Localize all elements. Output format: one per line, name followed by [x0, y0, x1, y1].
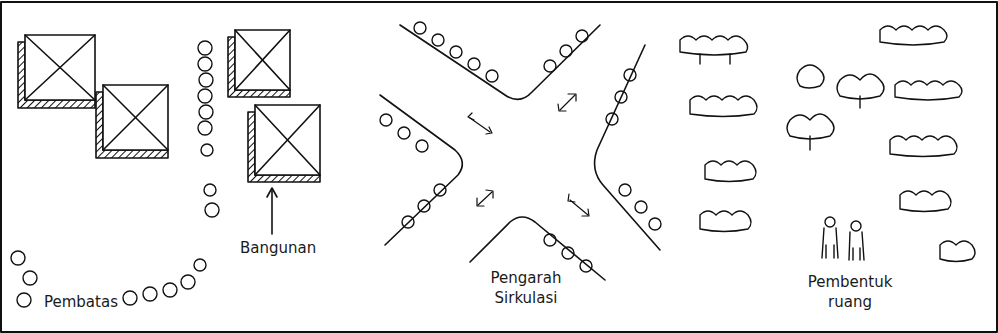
road-trees [380, 22, 661, 272]
callout-label: Bangunan [238, 238, 318, 258]
panel-label: Pembentuk ruang [800, 272, 900, 313]
human-figures [822, 217, 864, 260]
boundary-trees [11, 41, 219, 307]
intersection [380, 25, 660, 280]
space-trees [680, 26, 975, 262]
buildings [18, 30, 320, 234]
panel-label: Pengarah Sirkulasi [478, 268, 574, 309]
panel-label: Pembatas [42, 292, 120, 312]
